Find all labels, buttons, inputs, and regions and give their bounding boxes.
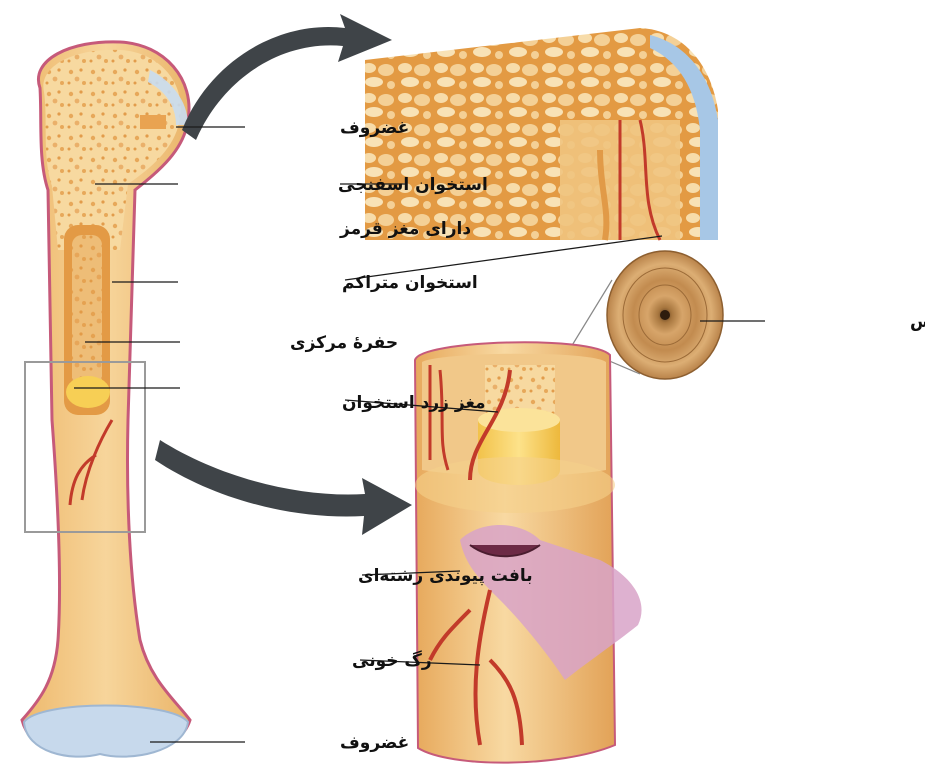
- cartilage-bottom-shape: [24, 706, 188, 757]
- zoom-arrow-bottom: [155, 440, 412, 535]
- label-spongy-bone: استخوان اسفنجی: [338, 175, 488, 195]
- label-red-marrow: دارای مغز قرمز: [339, 219, 471, 239]
- label-compact-bone: استخوان متراکم: [342, 273, 478, 293]
- label-medullary-cavity: حفرهٔ مرکزی: [290, 333, 398, 353]
- yellow-marrow-left: [66, 376, 110, 408]
- label-connective-tissue: بافت پیوندی رشته‌ای: [358, 566, 533, 586]
- label-cartilage-bottom: غضروف: [340, 733, 409, 753]
- haversian-disk: [607, 251, 723, 379]
- label-cartilage-top: غضروف: [340, 118, 409, 138]
- long-bone: [22, 42, 190, 757]
- label-blood-vessel: رگ خونی: [352, 651, 432, 671]
- label-haversian-system: سیستم هاورس: [910, 312, 925, 332]
- spongy-bone-detail: [365, 28, 718, 240]
- label-yellow-marrow: مغز زرد استخوان: [342, 393, 486, 413]
